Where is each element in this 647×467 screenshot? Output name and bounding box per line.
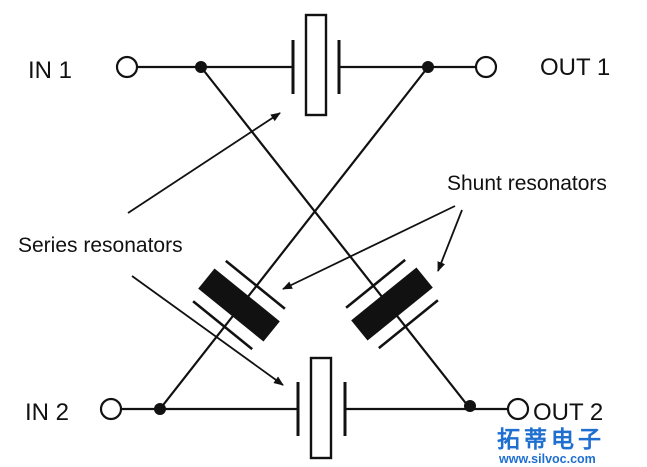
junction-dot-bottom-left bbox=[154, 403, 166, 415]
label-out2: OUT 2 bbox=[533, 399, 603, 426]
watermark-url: www.silvoc.com bbox=[498, 452, 596, 466]
shunt-arrow-right bbox=[437, 209, 463, 272]
label-series-resonators: Series resonators bbox=[18, 234, 183, 257]
junction-dot-top-left bbox=[195, 61, 207, 73]
terminal-out2 bbox=[506, 397, 530, 421]
left-shunt-resonator bbox=[192, 259, 286, 351]
terminal-in1 bbox=[115, 55, 139, 79]
bottom-series-resonator bbox=[296, 356, 347, 460]
top-series-resonator bbox=[291, 13, 341, 117]
terminal-out1 bbox=[474, 55, 498, 79]
label-in2: IN 2 bbox=[25, 399, 69, 426]
junction-dot-bottom-right bbox=[464, 400, 476, 412]
cross-wire-in1-to-out2 bbox=[199, 65, 470, 408]
cross-wire-out1-to-in2 bbox=[158, 65, 430, 411]
series-arrow-upper bbox=[127, 112, 281, 214]
watermark-brand: 拓蒂电子 bbox=[497, 427, 605, 453]
right-shunt-resonator bbox=[345, 258, 439, 350]
shunt-arrow-left bbox=[282, 205, 456, 290]
series-arrow-lower bbox=[131, 275, 284, 386]
label-out1: OUT 1 bbox=[540, 54, 610, 81]
label-shunt-resonators: Shunt resonators bbox=[447, 172, 607, 195]
junction-dot-top-right bbox=[422, 61, 434, 73]
label-in1: IN 1 bbox=[28, 57, 72, 84]
terminal-in2 bbox=[99, 397, 123, 421]
